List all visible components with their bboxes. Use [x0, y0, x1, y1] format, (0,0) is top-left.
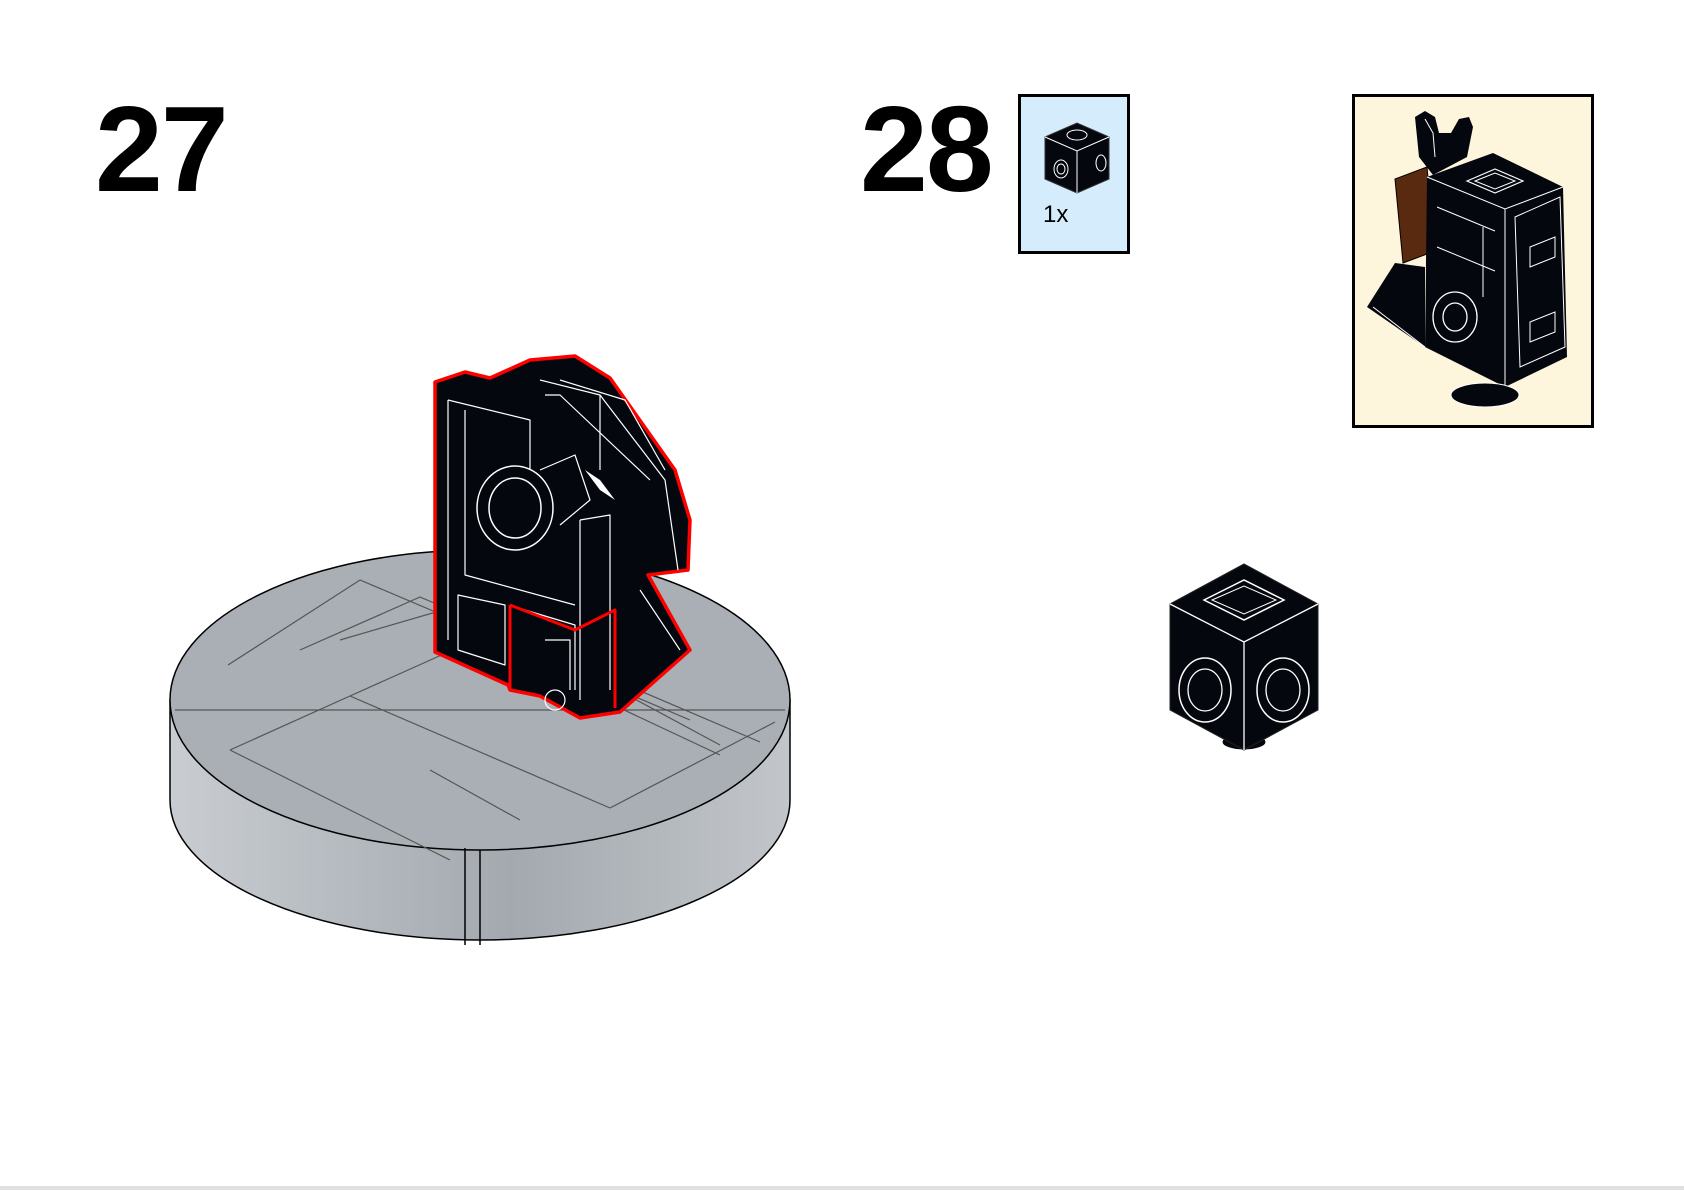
parts-callout: 1x	[1018, 94, 1130, 254]
new-part-highlighted	[433, 354, 692, 720]
sub-assembly-preview-illustration	[1367, 111, 1567, 408]
step-28-number: 28	[860, 81, 994, 217]
sub-assembly-preview	[1352, 94, 1594, 428]
part-quantity: 1x	[1043, 201, 1069, 228]
page-bottom-rule	[0, 1186, 1684, 1190]
part-brick-1x1-studs-icon	[1044, 122, 1110, 194]
brick-1x1-studs-on-sides	[1169, 563, 1319, 751]
step-27-number: 27	[95, 81, 229, 217]
